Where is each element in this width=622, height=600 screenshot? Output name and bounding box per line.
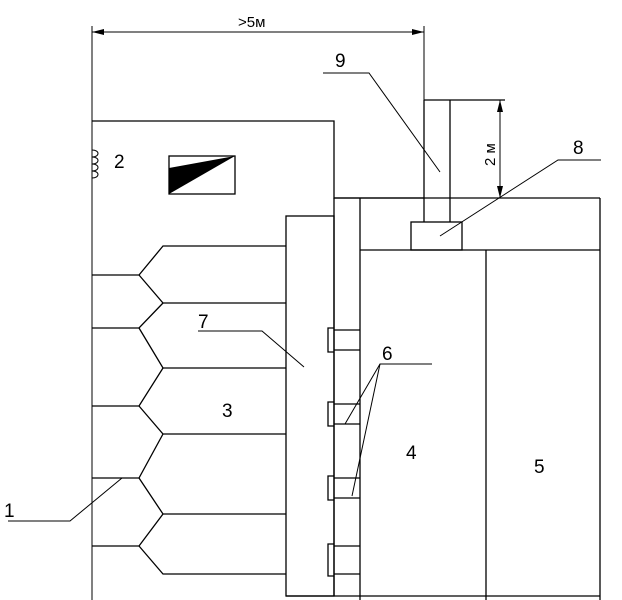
hex-row-10 [138,545,286,575]
hexagon-grid-3 [92,245,286,575]
leader-8 [439,159,601,237]
label-6: 6 [382,344,393,365]
label-7: 7 [198,312,209,333]
window-sign-icon [168,155,236,195]
width-dimension: >5м [91,14,425,600]
width-dimension-label: >5м [238,14,265,31]
hex-row-6 [138,405,286,435]
device-6-a [327,327,360,353]
room-top-wall [92,120,424,199]
dimension-arrow-right [412,29,424,35]
label-1: 1 [4,501,15,522]
label-8: 8 [573,138,584,159]
leader-6-a [344,363,432,425]
leader-1 [8,477,123,522]
wall-device-2 [91,149,99,179]
label-4: 4 [406,443,417,464]
hex-row-2 [138,274,286,304]
device-6-d [327,543,360,577]
hex-row-4 [138,327,286,369]
hex-row-9 [92,513,164,547]
hex-row-8 [138,477,286,515]
hex-row-1 [92,245,286,276]
height-dimension-label: 2 м [482,143,499,166]
leader-9 [323,72,441,173]
height-arrow-top [497,100,503,112]
hex-row-7 [92,433,164,479]
label-5: 5 [534,457,545,478]
hex-row-3 [92,302,164,329]
dimension-arrow-left [92,29,104,35]
shaft-9: 2 м [423,99,505,222]
room-outline [92,120,601,600]
leader-lines [8,72,601,522]
panel-7-body [285,215,335,597]
device-6-b [327,401,360,427]
building-blocks [286,249,600,600]
label-3: 3 [222,401,233,422]
leader-6-b [351,363,381,497]
panel-7 [285,198,361,597]
label-9: 9 [335,51,346,72]
window-triangle [169,156,235,194]
height-arrow-bottom [497,186,503,198]
hex-row-5 [92,367,164,407]
label-2: 2 [114,152,125,173]
devices-6 [327,327,360,577]
leader-7 [198,330,305,368]
